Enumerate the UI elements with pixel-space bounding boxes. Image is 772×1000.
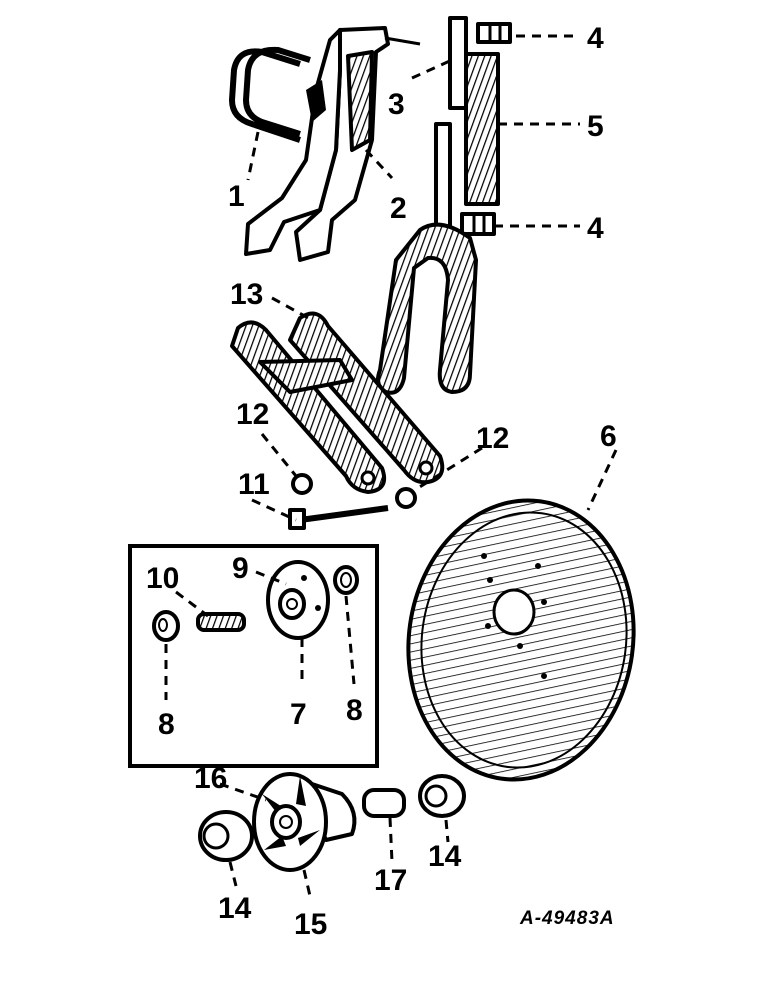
callout-15: 15 — [294, 908, 327, 941]
callout-4-lower: 4 — [587, 212, 604, 245]
callout-10: 10 — [146, 562, 179, 595]
nut-part-right — [395, 487, 417, 509]
bearing-part-lower-left — [198, 810, 254, 862]
disc-part — [406, 498, 636, 782]
callout-12-left: 12 — [236, 398, 269, 431]
nut-part-left — [291, 473, 313, 495]
callout-13: 13 — [230, 278, 263, 311]
fork-part — [376, 122, 478, 395]
callout-6: 6 — [600, 420, 617, 453]
callout-3: 3 — [388, 88, 405, 121]
sleeve-part — [362, 788, 406, 818]
figure-code: A-49483A — [519, 908, 615, 929]
bracket-part — [244, 26, 421, 262]
callout-14-right: 14 — [428, 840, 462, 873]
callout-9: 9 — [232, 552, 249, 585]
callout-12-right: 12 — [476, 422, 509, 455]
nut-part-lower — [460, 212, 496, 236]
bearing-part-right — [333, 565, 359, 595]
callout-1: 1 — [228, 180, 245, 213]
leader-lines — [164, 34, 618, 897]
callout-2: 2 — [390, 192, 407, 225]
callout-4-upper: 4 — [587, 22, 604, 55]
callout-17: 17 — [374, 864, 407, 897]
nut-part-upper — [476, 22, 512, 44]
spring-part — [464, 52, 500, 206]
u-bolt-part — [228, 46, 311, 143]
callout-8-right: 8 — [346, 694, 363, 727]
hub-part — [266, 560, 330, 640]
callout-14-left: 14 — [218, 892, 252, 925]
bearing-group-box — [128, 544, 379, 768]
spacer-part — [196, 612, 246, 632]
bearing-part-lower-right — [418, 774, 466, 818]
callout-5: 5 — [587, 110, 604, 143]
callout-16: 16 — [194, 762, 227, 795]
bearing-part-left — [152, 610, 180, 642]
hub-assembly-part — [252, 772, 357, 872]
rod-part — [448, 16, 468, 110]
callout-11: 11 — [238, 468, 270, 501]
callout-8-left: 8 — [158, 708, 175, 741]
callout-7: 7 — [290, 698, 307, 731]
bolt-part — [288, 505, 389, 530]
